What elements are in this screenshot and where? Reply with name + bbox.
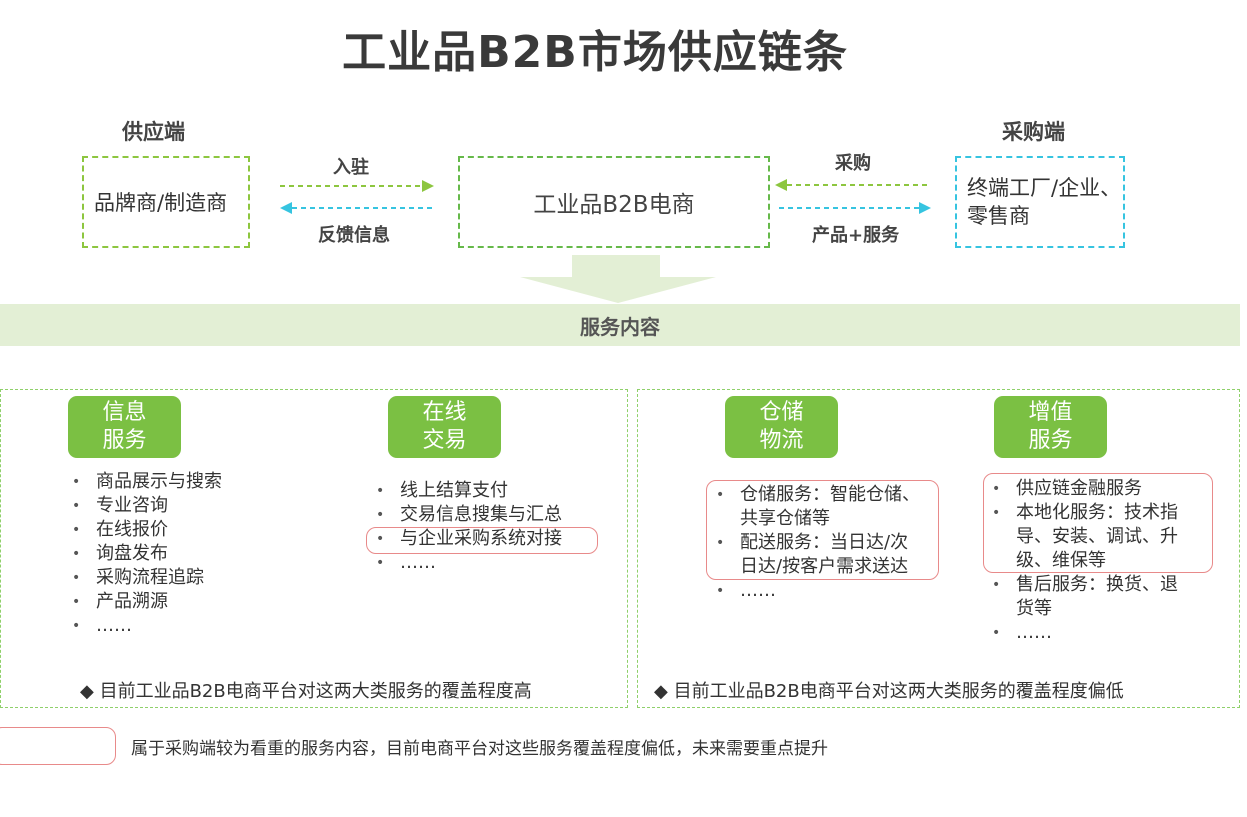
left-arrows — [280, 180, 434, 214]
supplier-box: 品牌商/制造商 — [82, 156, 250, 248]
list-item: 配送服务：当日达/次日达/按客户需求送达 — [712, 531, 944, 579]
badge-line: 增值 — [1028, 400, 1073, 425]
supplier-box-text: 品牌商/制造商 — [94, 191, 228, 215]
badge-line: 信息 — [102, 400, 147, 425]
coverage-low-note: ◆ 目前工业品B2B电商平台对这两大类服务的覆盖程度偏低 — [654, 681, 1124, 702]
list-item: 在线报价 — [68, 518, 328, 542]
supply-side-label: 供应端 — [122, 120, 185, 144]
feedback-arrow-label: 反馈信息 — [318, 225, 390, 246]
list-item-line: 日达/按客户需求送达 — [740, 556, 909, 577]
list-item-line: 导、安装、调试、升 — [1016, 526, 1178, 547]
list-item-line: …… — [1016, 622, 1052, 643]
info-service-badge: 信息服务 — [68, 396, 181, 458]
right-arrows — [775, 179, 931, 214]
feedback-arrow-head — [280, 202, 292, 214]
list-item: 供应链金融服务 — [988, 477, 1220, 501]
list-item: 询盘发布 — [68, 542, 328, 566]
coverage-high-note: ◆ 目前工业品B2B电商平台对这两大类服务的覆盖程度高 — [80, 681, 532, 702]
legend-swatch — [0, 727, 116, 765]
product-service-arrow-label: 产品+服务 — [812, 225, 900, 246]
onboard-arrow-head — [422, 180, 434, 192]
service-content-band: 服务内容 — [0, 304, 1240, 346]
badge-line: 在线 — [422, 400, 467, 425]
online-trade-list: 线上结算支付 交易信息搜集与汇总 与企业采购系统对接 …… — [372, 479, 622, 575]
list-item: 售后服务：换货、退货等 — [988, 573, 1220, 621]
left-service-panel — [0, 389, 628, 708]
badge-line: 物流 — [759, 428, 804, 453]
info-service-list: 商品展示与搜索 专业咨询 在线报价 询盘发布 采购流程追踪 产品溯源 …… — [68, 470, 328, 638]
list-item-line: 售后服务：换货、退 — [1016, 574, 1178, 595]
list-item-line: 级、维保等 — [1016, 550, 1106, 571]
list-item-line: 仓储服务：智能仓储、 — [740, 484, 920, 505]
list-item: …… — [372, 551, 622, 575]
list-item: 产品溯源 — [68, 590, 328, 614]
list-item: …… — [68, 614, 328, 638]
list-item: …… — [988, 621, 1220, 645]
buyer-box-line1: 终端工厂/企业、 — [967, 176, 1122, 200]
list-item-line: 供应链金融服务 — [1016, 478, 1142, 499]
product-service-arrow-head — [919, 202, 931, 214]
list-item: 专业咨询 — [68, 494, 328, 518]
diagram-title: 工业品B2B市场供应链条 — [342, 27, 848, 78]
purchase-arrow-head — [775, 179, 787, 191]
list-item: 与企业采购系统对接 — [372, 527, 622, 551]
list-item-line: 配送服务：当日达/次 — [740, 532, 909, 553]
list-item: …… — [712, 579, 944, 603]
list-item-line: 共享仓储等 — [740, 508, 830, 529]
value-added-badge: 增值服务 — [994, 396, 1107, 458]
badge-line: 交易 — [422, 428, 467, 453]
b2b-platform-box: 工业品B2B电商 — [458, 156, 770, 248]
badge-line: 服务 — [102, 428, 147, 453]
b2b-platform-text: 工业品B2B电商 — [533, 192, 695, 218]
right-service-panel — [637, 389, 1240, 708]
warehouse-logistics-badge: 仓储物流 — [725, 396, 838, 458]
list-item: 交易信息搜集与汇总 — [372, 503, 622, 527]
list-item: 商品展示与搜索 — [68, 470, 328, 494]
purchase-arrow-label: 采购 — [835, 153, 871, 174]
list-item-line: 本地化服务：技术指 — [1016, 502, 1178, 523]
list-item: 采购流程追踪 — [68, 566, 328, 590]
onboard-arrow-label: 入驻 — [333, 157, 369, 178]
buyer-box: 终端工厂/企业、 零售商 — [955, 156, 1125, 248]
badge-line: 仓储 — [759, 400, 804, 425]
legend-text: 属于采购端较为看重的服务内容，目前电商平台对这些服务覆盖程度偏低，未来需要重点提… — [131, 739, 828, 759]
list-item: 仓储服务：智能仓储、共享仓储等 — [712, 483, 944, 531]
list-item-line: …… — [740, 580, 776, 601]
list-item-line: 货等 — [1016, 598, 1052, 619]
list-item: 线上结算支付 — [372, 479, 622, 503]
down-arrow-icon — [520, 255, 716, 303]
buyer-side-label: 采购端 — [1002, 120, 1065, 144]
buyer-box-line2: 零售商 — [967, 204, 1030, 228]
warehouse-logistics-list: 仓储服务：智能仓储、共享仓储等 配送服务：当日达/次日达/按客户需求送达 …… — [712, 483, 944, 603]
badge-line: 服务 — [1028, 428, 1073, 453]
online-trade-badge: 在线交易 — [388, 396, 501, 458]
